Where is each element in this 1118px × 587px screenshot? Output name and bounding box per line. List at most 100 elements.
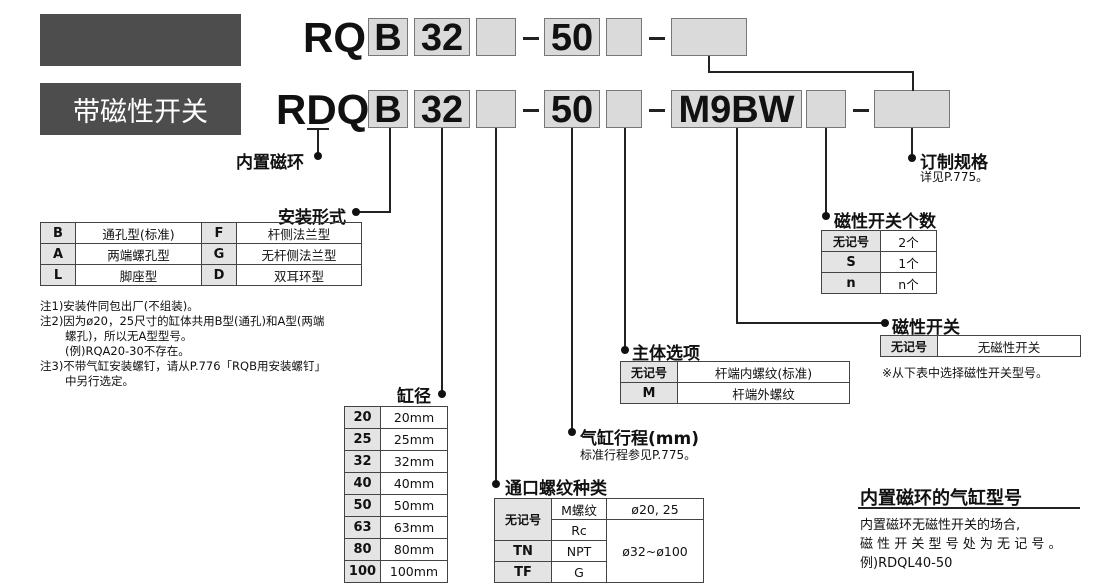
table-cell: 无记号 [880, 335, 938, 357]
leader-row1-custom [912, 71, 914, 91]
custom-sub: 详见P.775。 [920, 170, 989, 184]
switch-qty-box [806, 90, 846, 128]
table-cell: 100mm [380, 560, 448, 583]
table-cell: 40mm [380, 472, 448, 495]
table-row: 无记号 M螺纹 ø20, 25 [494, 498, 704, 541]
leader-dot [492, 480, 500, 488]
table-row: L 脚座型 D 双耳环型 [40, 264, 362, 286]
table-cell: 40 [344, 472, 381, 495]
table-cell: 50 [344, 494, 381, 517]
custom-label: 订制规格 [920, 153, 988, 173]
custom-box-1 [671, 18, 747, 56]
leader-mount [389, 128, 391, 212]
table-cell: 杆端内螺纹(标准) [677, 361, 850, 383]
table-cell: 32 [344, 450, 381, 473]
leader-row1-custom [708, 56, 710, 72]
table-cell: 1个 [880, 251, 937, 273]
note-line: 螺孔)，所以无A型型号。 [65, 329, 193, 343]
switch-note: ※从下表中选择磁性开关型号。 [882, 366, 1049, 380]
leader-custom [911, 128, 913, 158]
leader-bore [441, 128, 443, 394]
table-row: TF G [494, 561, 704, 583]
magnet-underline [307, 128, 329, 130]
table-cell: 杆侧法兰型 [236, 222, 362, 244]
table-cell: F [201, 222, 237, 244]
table-row: M 杆端外螺纹 [620, 382, 850, 404]
magnet-model-underline [858, 507, 1080, 509]
table-cell: 无记号 [494, 498, 552, 541]
table-cell: n个 [880, 272, 937, 294]
table-cell: 脚座型 [75, 264, 202, 286]
magnet-label: 内置磁环 [236, 153, 304, 173]
bore-code-box-1: 32 [414, 18, 470, 57]
table-row: 无记号 无磁性开关 [880, 335, 1081, 357]
table-row: n n个 [821, 272, 937, 294]
port-table: 无记号 M螺纹 ø20, 25 Rc ø32~ø100 TN NPT TF G [494, 498, 704, 583]
table-cell: 2个 [880, 230, 937, 252]
table-row: 无记号 杆端内螺纹(标准) [620, 361, 850, 383]
custom-box-2 [874, 90, 950, 128]
table-cell: 无记号 [620, 361, 678, 383]
magnet-model-example: 例)RDQL40-50 [860, 556, 953, 571]
table-cell: 20mm [380, 406, 448, 429]
bore-code-box-2: 32 [414, 90, 470, 129]
table-row: S 1个 [821, 251, 937, 273]
leader-body-option [624, 128, 626, 350]
table-cell: 50mm [380, 494, 448, 517]
note-line: 中另行选定。 [65, 374, 134, 388]
leader-dot [314, 152, 322, 160]
table-cell: 63 [344, 516, 381, 539]
table-cell: TF [494, 561, 552, 583]
mount-code-box-2: B [368, 90, 408, 129]
table-cell: 20 [344, 406, 381, 429]
model-prefix-rdq: RDQ [276, 86, 370, 133]
switch-qty-label: 磁性开关个数 [834, 212, 936, 232]
table-cell: 80 [344, 538, 381, 561]
separator [649, 109, 665, 112]
table-cell: 25mm [380, 428, 448, 451]
table-cell: G [551, 561, 607, 583]
switch-qty-table: 无记号 2个 S 1个 n n个 [821, 230, 937, 294]
table-row: B 通孔型(标准) F 杆侧法兰型 [40, 222, 362, 244]
table-cell: M [620, 382, 678, 404]
table-row: TN NPT [494, 540, 704, 562]
separator [523, 109, 539, 112]
table-cell: ø20, 25 [606, 498, 704, 520]
leader-dot [621, 346, 629, 354]
table-cell: 通孔型(标准) [75, 222, 202, 244]
table-cell: A [40, 243, 76, 265]
separator [649, 37, 665, 40]
table-cell: 双耳环型 [236, 264, 362, 286]
stroke-label: 气缸行程(mm) [580, 429, 699, 449]
separator [853, 109, 869, 112]
table-cell: NPT [551, 540, 607, 562]
note-line: 注3)不带气缸安装螺钉，请从P.776「RQB用安装螺钉」 [40, 359, 326, 373]
leader-dot [568, 428, 576, 436]
leader-port [495, 128, 497, 484]
mount-code-box-1: B [368, 18, 408, 57]
switch-banner-label: 带磁性开关 [73, 96, 208, 128]
leader-row1-custom [708, 71, 914, 73]
table-cell: 80mm [380, 538, 448, 561]
option-box-1 [476, 18, 516, 56]
table-cell: 25 [344, 428, 381, 451]
stroke-sub: 标准行程参见P.775。 [580, 448, 697, 462]
notes: 注1)安装件同包出厂(不组装)。 注2)因为ø20，25尺寸的缸体共用B型(通孔… [40, 299, 326, 389]
leader-stroke [571, 128, 573, 432]
table-cell: n [821, 272, 881, 294]
leader-switch-qty [825, 128, 827, 216]
table-cell: 无记号 [821, 230, 881, 252]
note-line: (例)RQA20-30不存在。 [65, 344, 190, 358]
leader-dot [881, 319, 889, 327]
leader-switch [736, 322, 884, 324]
table-cell: 杆端外螺纹 [677, 382, 850, 404]
leader-dot [908, 154, 916, 162]
